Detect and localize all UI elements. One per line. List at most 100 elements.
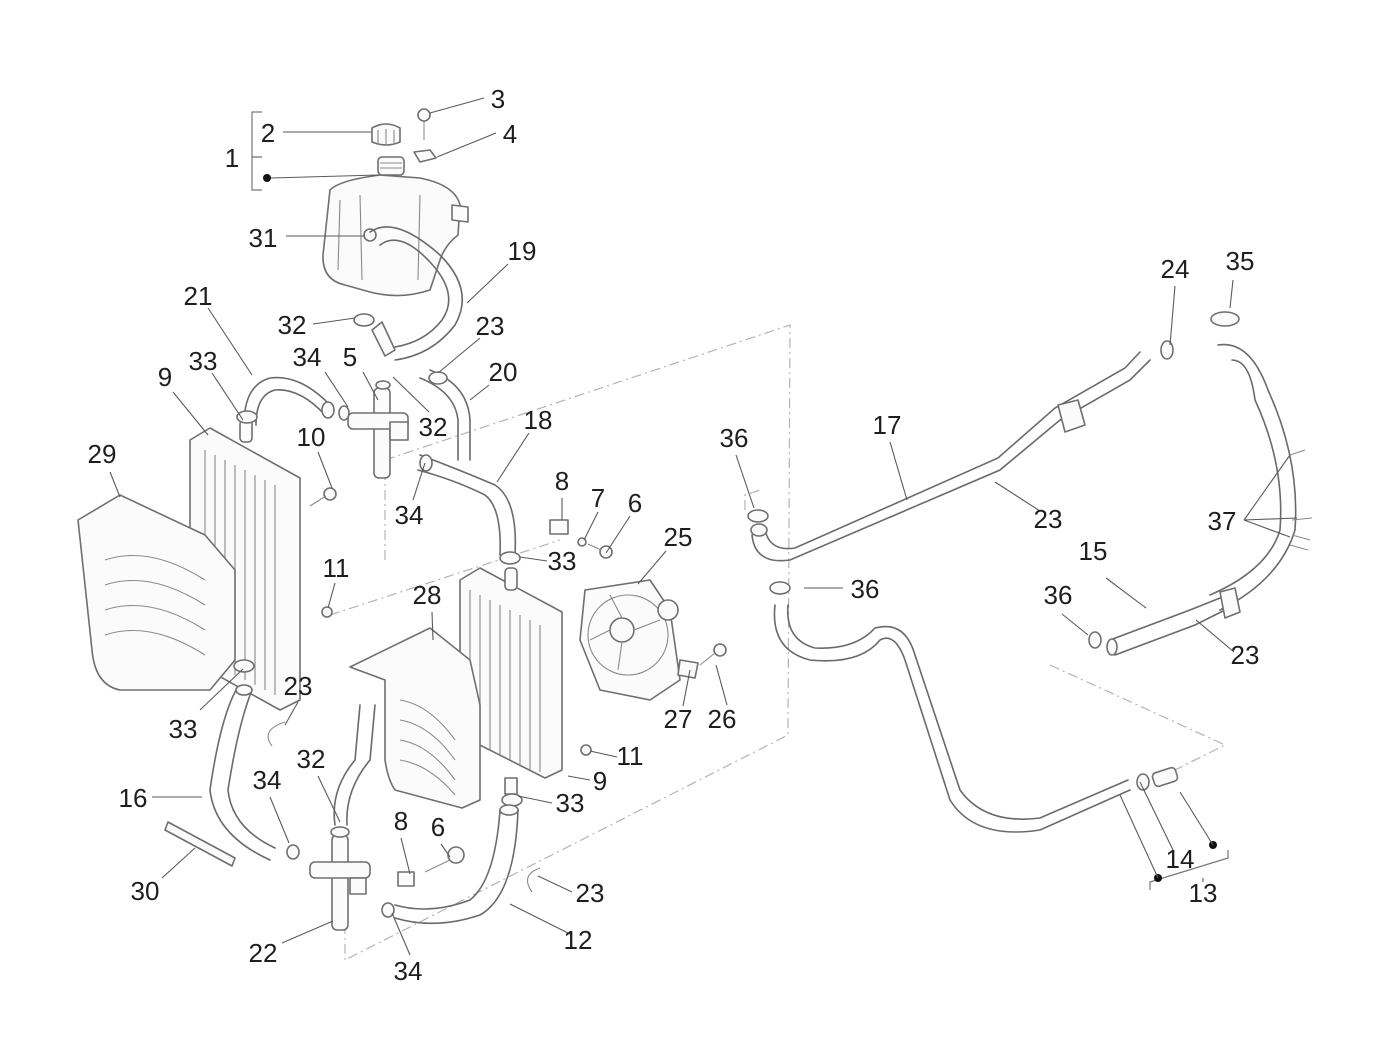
- extra-leader-line: [1243, 519, 1291, 538]
- leader-line-14: [1139, 781, 1174, 851]
- extra-leader-line: [1179, 791, 1214, 846]
- callout-16: 16: [119, 783, 148, 813]
- callout-35: 35: [1226, 246, 1255, 276]
- callout-8a: 8: [555, 466, 569, 496]
- leader-line-34c: [269, 796, 290, 844]
- screw-26: [699, 643, 727, 666]
- leader-line-11a: [327, 582, 336, 609]
- leader-line-23b: [284, 701, 299, 726]
- callout-20: 20: [489, 357, 518, 387]
- callout-36c: 36: [1044, 580, 1073, 610]
- screw-3: [417, 108, 431, 140]
- leader-line-3: [429, 97, 485, 114]
- nut-11-left: [321, 606, 333, 618]
- hose-18: [417, 454, 517, 556]
- leader-line-22: [281, 920, 334, 944]
- bolt-6-upper: [587, 543, 613, 559]
- hose-stub: [371, 321, 396, 357]
- callout-2: 2: [261, 118, 275, 148]
- callout-32c: 32: [297, 744, 326, 774]
- leader-line-18: [496, 432, 530, 483]
- leader-line-10: [317, 451, 333, 489]
- leader-line-23c: [537, 875, 573, 893]
- callout-8b: 8: [394, 806, 408, 836]
- callout-23c: 23: [576, 878, 605, 908]
- leader-line-23a: [437, 337, 481, 374]
- callout-22: 22: [249, 938, 278, 968]
- callout-34a: 34: [293, 342, 322, 372]
- callout-33b: 33: [548, 546, 577, 576]
- clip-nut-8-lower: [397, 871, 415, 887]
- hose-21: [243, 376, 335, 426]
- hose-20: [419, 369, 471, 461]
- callout-23b: 23: [284, 671, 313, 701]
- callout-34c: 34: [253, 765, 282, 795]
- callout-27: 27: [664, 704, 693, 734]
- pipe-37: [1209, 311, 1313, 611]
- callout-18: 18: [524, 405, 553, 435]
- leader-line-28: [431, 611, 434, 641]
- group-bracket-1: [251, 111, 379, 191]
- leader-line-11b: [589, 750, 618, 758]
- leader-line-12: [509, 903, 571, 935]
- callout-28: 28: [413, 580, 442, 610]
- leader-line-6b: [440, 843, 451, 858]
- leader-line-36c: [1061, 613, 1089, 636]
- leader-line-32c: [317, 775, 341, 823]
- callout-11b: 11: [617, 741, 644, 771]
- leader-line-27: [682, 669, 691, 707]
- hose-12: [394, 804, 519, 925]
- callout-21: 21: [184, 281, 213, 311]
- leader-line-24: [1169, 285, 1176, 346]
- leader-line-37: [1243, 454, 1291, 521]
- leader-line-5: [362, 371, 379, 401]
- pipe-17: [750, 351, 1151, 562]
- leader-line-33d: [517, 795, 553, 804]
- callout-17: 17: [873, 410, 902, 440]
- callout-32a: 32: [278, 310, 307, 340]
- shroud-right: [349, 627, 481, 809]
- lower-pipe: [769, 581, 1179, 833]
- bolt-6-lower: [424, 846, 465, 873]
- callout-5: 5: [343, 342, 357, 372]
- leader-line-19: [466, 263, 509, 304]
- clamp-23-lower: [526, 867, 541, 893]
- nut-11-right: [580, 744, 592, 756]
- hose-16: [209, 659, 276, 861]
- callout-25: 25: [664, 522, 693, 552]
- t-connector-22: [309, 704, 376, 931]
- clamp-23-left: [267, 721, 286, 747]
- leader-line-34d: [391, 912, 411, 956]
- callout-3: 3: [491, 84, 505, 114]
- cooling-fan-25: [579, 579, 681, 701]
- leader-line-33b: [519, 556, 548, 562]
- callout-23d: 23: [1034, 504, 1063, 534]
- callout-6b: 6: [431, 812, 445, 842]
- callout-33c: 33: [169, 714, 198, 744]
- leader-line-23d: [994, 481, 1041, 512]
- foam-strip-30: [164, 821, 236, 867]
- callout-7: 7: [591, 483, 605, 513]
- callout-23a: 23: [476, 311, 505, 341]
- callout-19: 19: [508, 236, 537, 266]
- callout-12: 12: [564, 925, 593, 955]
- callout-9a: 9: [158, 362, 172, 392]
- leader-line-20: [469, 384, 490, 401]
- extra-leader-line: [1119, 794, 1159, 879]
- clamp-34-upper: [338, 405, 350, 421]
- leader-line-9b: [567, 775, 591, 781]
- leader-line-32b: [392, 376, 430, 413]
- expansion-tank: [322, 156, 469, 297]
- callout-37: 37: [1208, 506, 1237, 536]
- clip-nut-8-upper: [549, 519, 569, 535]
- shroud-left: [77, 494, 236, 691]
- callout-31: 31: [249, 223, 278, 253]
- clamp-24: [1160, 340, 1174, 360]
- callout-13: 13: [1189, 878, 1218, 908]
- clamp-36-top: [747, 509, 769, 523]
- clip-nut-4: [413, 149, 437, 163]
- callout-10: 10: [297, 422, 326, 452]
- leader-line-33a: [211, 372, 244, 421]
